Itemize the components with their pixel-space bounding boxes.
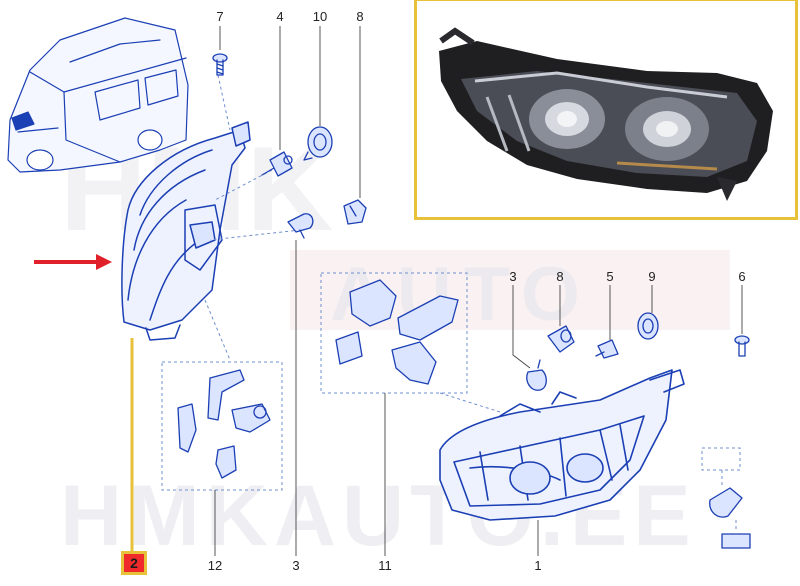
- bulb-icon-small: [709, 487, 743, 518]
- part-number-8-right: 8: [556, 269, 563, 284]
- headlamp-front-view: [439, 369, 685, 521]
- headlamp-side-view: [121, 121, 251, 341]
- part-number-3-bottom: 3: [292, 558, 299, 573]
- socket-icon-10: [303, 126, 333, 161]
- bulb-icon-3: [526, 359, 547, 391]
- part-number-1: 1: [534, 558, 541, 573]
- part-number-8-top: 8: [356, 9, 363, 24]
- part-number-10: 10: [313, 9, 327, 24]
- part-number-5: 5: [606, 269, 613, 284]
- pointer-arrow: [34, 254, 112, 270]
- part-number-6: 6: [738, 269, 745, 284]
- part-number-3-top: 3: [509, 269, 516, 284]
- part-number-7: 7: [216, 9, 223, 24]
- vehicle-icon: [7, 17, 189, 173]
- part-number-4: 4: [276, 9, 283, 24]
- socket-icon-8: [547, 325, 575, 353]
- part-number-labels: 7 4 10 8 3 8 5 9 6 1 12 3 11: [208, 9, 746, 573]
- bulb-icon-5: [595, 339, 619, 359]
- bulb-icon-3-top: [287, 213, 314, 239]
- part-number-12: 12: [208, 558, 222, 573]
- screw-icon-7: [212, 53, 228, 76]
- group-box-11: [320, 272, 468, 394]
- bracket-group-11: [335, 279, 459, 385]
- part-number-11: 11: [378, 558, 392, 573]
- headlamp-photo: [439, 27, 773, 201]
- screw-icon-6: [734, 335, 750, 357]
- socket-icon-9: [637, 312, 659, 340]
- part-number-9: 9: [648, 269, 655, 284]
- headlamp-photo-frame: [414, 0, 798, 220]
- group-box-12: [161, 361, 283, 491]
- callout-number-badge: 2: [121, 551, 147, 575]
- bulb-icon-4: [261, 151, 293, 177]
- bracket-group-12: [177, 369, 271, 479]
- connector-icon-8: [343, 199, 367, 225]
